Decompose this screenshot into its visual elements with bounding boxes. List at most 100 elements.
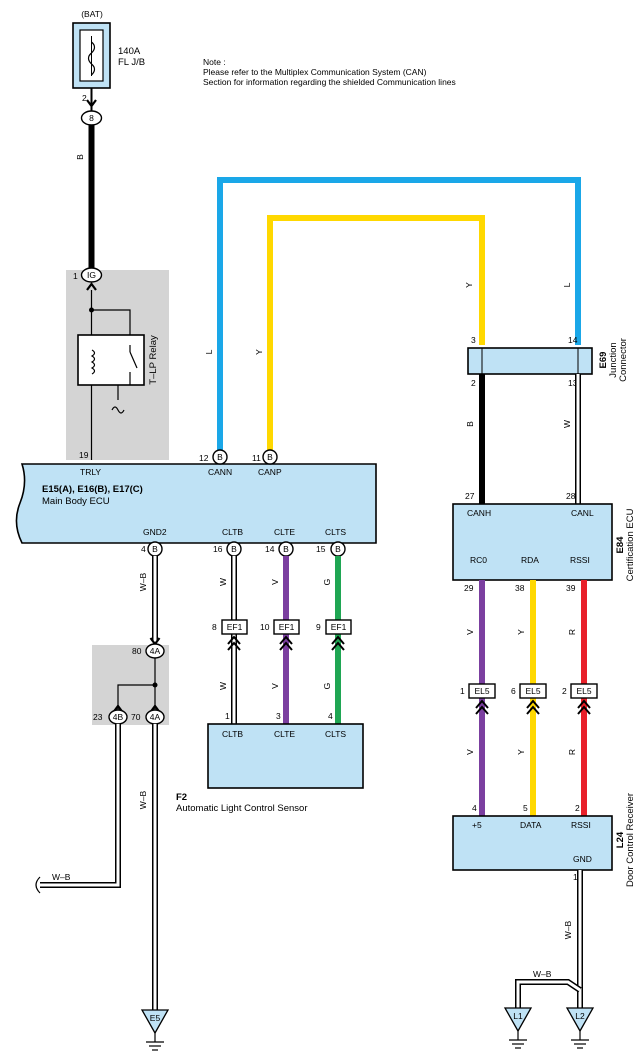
wire-label-v-rc0-1: V [465, 629, 475, 635]
el5-pin-1: 1 [460, 686, 465, 696]
wire-label-y-rda-1: Y [516, 629, 526, 635]
main-ecu-codes: E15(A), E16(B), E17(C) [42, 484, 143, 495]
wire-y-can [267, 215, 485, 452]
main-ecu-cann: CANN [208, 467, 232, 477]
arrow-fuse [86, 99, 97, 108]
ef1-clts-label: EF1 [331, 622, 347, 632]
bat-label: (BAT) [81, 9, 103, 19]
connector-4a-top-label: 4A [150, 646, 161, 656]
connector-4b-label: 4B [113, 712, 124, 722]
relay-name: T–LP Relay [148, 335, 159, 385]
cert-rc0: RC0 [470, 555, 487, 565]
wire-label-y-rda-2: Y [516, 749, 526, 755]
wire-break-mark [35, 876, 41, 894]
wire-label-wb-gnd2: W–B [138, 572, 148, 591]
door-name: Door Control Receiver [625, 793, 636, 887]
main-ecu-cltb: CLTB [222, 527, 243, 537]
pin-23: 23 [93, 712, 103, 722]
junction-pin-2: 2 [471, 378, 476, 388]
pin-2-fuse: 2 [82, 93, 87, 103]
door-rssi: RSSI [571, 820, 591, 830]
ground-e5-label: E5 [150, 1013, 161, 1023]
wire-label-v-clte-1: V [270, 579, 280, 585]
connector-b-gnd2-label: B [152, 544, 158, 554]
door-pin-5: 5 [523, 803, 528, 813]
wire-label-wb-e5: W–B [138, 790, 148, 809]
junction-name-1: Junction [608, 342, 619, 377]
cert-rda: RDA [521, 555, 539, 565]
wire-l-can [217, 177, 581, 452]
connector-b-canp [262, 449, 278, 465]
pin-4-gnd2: 4 [141, 544, 146, 554]
note-line2: Please refer to the Multiplex Communicat… [203, 67, 427, 77]
connector-b-clts-label: B [335, 544, 341, 554]
cert-name: Certification ECU [625, 508, 636, 581]
connector-4a-bottom-label: 4A [150, 712, 161, 722]
wire-label-g-clts-2: G [322, 683, 332, 690]
door-gnd: GND [573, 854, 592, 864]
note-line3: Section for information regarding the sh… [203, 77, 456, 87]
junction-pin-3: 3 [471, 335, 476, 345]
pin-8-ef1: 8 [212, 622, 217, 632]
wire-label-b-main: B [75, 154, 85, 160]
ef1-clte-label: EF1 [279, 622, 295, 632]
cert-code: E84 [615, 536, 626, 554]
wire-wb-l1-inner [516, 980, 581, 1008]
door-pin-1: 1 [573, 872, 578, 882]
connector-ig-label: IG [87, 270, 96, 280]
wire-label-wb-left: W–B [52, 872, 71, 882]
wire-label-wb-door: W–B [563, 920, 573, 939]
sensor-pin-4: 4 [328, 711, 333, 721]
cert-pin-38: 38 [515, 583, 525, 593]
pin-15: 15 [316, 544, 326, 554]
ground-l2 [565, 1007, 595, 1049]
wire-label-l-left: L [204, 349, 214, 354]
cert-pin-29: 29 [464, 583, 474, 593]
certification-ecu [452, 503, 613, 581]
connector-b-cann [212, 449, 228, 465]
main-ecu-trly: TRLY [80, 467, 101, 477]
pin-12: 12 [199, 453, 209, 463]
sensor-code: F2 [176, 792, 187, 803]
main-ecu-name: Main Body ECU [42, 496, 110, 507]
note-line1: Note : [203, 57, 226, 67]
door-data: DATA [520, 820, 542, 830]
door-pin-4: 4 [472, 803, 477, 813]
pin-10-ef1: 10 [260, 622, 270, 632]
wire-label-v-clte-2: V [270, 683, 280, 689]
pin-11: 11 [252, 453, 261, 463]
door-plus5: +5 [472, 820, 482, 830]
fuse-amp: 140A [118, 46, 141, 57]
ground-l2-label: L2 [575, 1011, 585, 1021]
arrow-ig [86, 282, 97, 291]
ground-l1-label: L1 [513, 1011, 523, 1021]
sensor-pin-1: 1 [225, 711, 230, 721]
connector-b-cltb-label: B [231, 544, 237, 554]
junction-code: E69 [598, 352, 609, 369]
wire-label-g-clts-1: G [322, 579, 332, 586]
pin-19: 19 [79, 450, 89, 460]
wire-label-v-rc0-2: V [465, 749, 475, 755]
wire-label-w-cltb-1: W [218, 578, 228, 586]
sensor-name: Automatic Light Control Sensor [176, 803, 307, 814]
wire-label-l-right: L [562, 282, 572, 287]
wire-label-w-canl: W [562, 420, 572, 428]
pin-70: 70 [131, 712, 141, 722]
junction-connector [467, 347, 593, 375]
fuse-location: FL J/B [118, 57, 145, 68]
main-ecu-clte: CLTE [274, 527, 295, 537]
sensor-pin-3: 3 [276, 711, 281, 721]
el5-connectors [468, 683, 598, 715]
el5-rssi-label: EL5 [576, 686, 591, 696]
wire-label-b-canh: B [465, 421, 475, 427]
ef1-cltb-label: EF1 [227, 622, 243, 632]
el5-rc0-label: EL5 [474, 686, 489, 696]
wire-wb-4b-outer [40, 724, 121, 888]
connector-ig [80, 267, 103, 283]
connector-8-label: 8 [89, 113, 94, 123]
pin-16: 16 [213, 544, 223, 554]
wire-wb-4b-inner [40, 724, 120, 887]
pin-9-ef1: 9 [316, 622, 321, 632]
ground-e5 [140, 1009, 170, 1051]
